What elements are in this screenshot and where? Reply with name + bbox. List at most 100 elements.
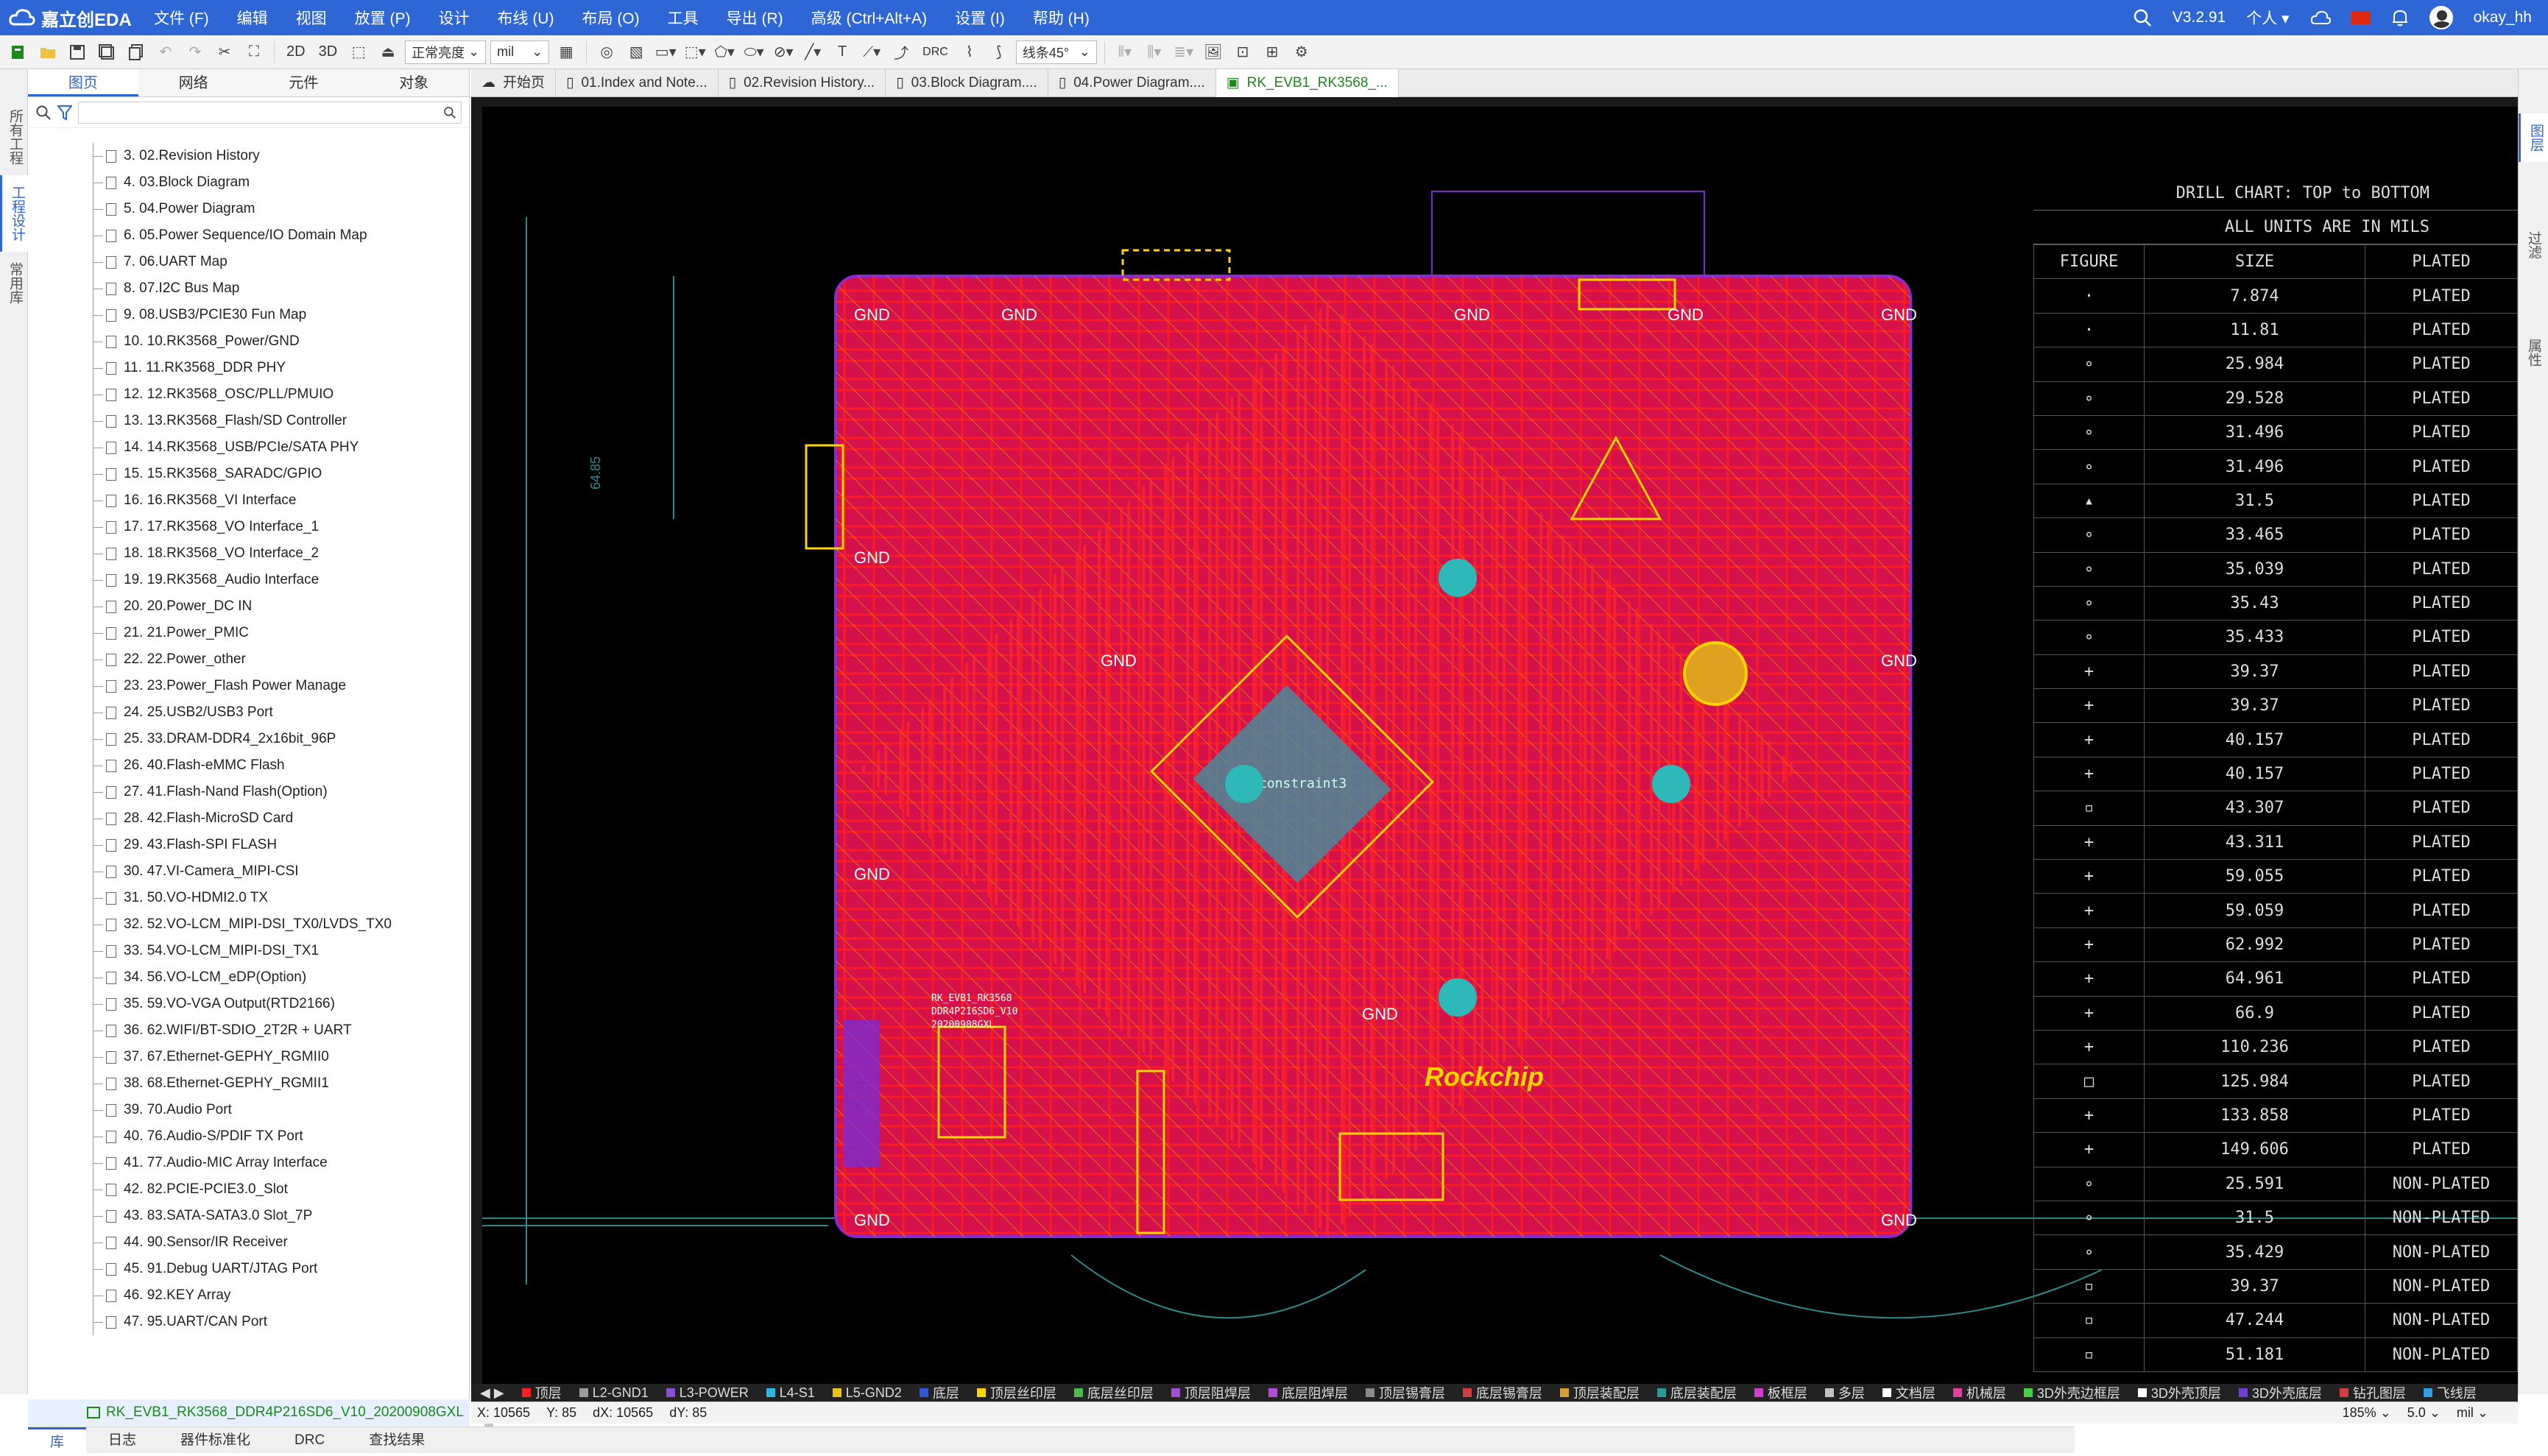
tree-item[interactable]: 43. 83.SATA-SATA3.0 Slot_7P xyxy=(28,1203,455,1229)
tab-all-projects[interactable]: 所有工程 xyxy=(7,109,23,165)
tree-item[interactable]: 34. 56.VO-LCM_eDP(Option) xyxy=(28,964,455,991)
tree-item[interactable]: 22. 22.Power_other xyxy=(28,646,455,673)
tree-item[interactable]: 42. 82.PCIE-PCIE3.0_Slot xyxy=(28,1176,455,1203)
layer-item[interactable]: 钻孔图层 xyxy=(2331,1384,2415,1402)
tab-nets[interactable]: 网络 xyxy=(178,75,208,91)
line-icon[interactable]: ╱▾ xyxy=(805,44,822,60)
menu-layout[interactable]: 布局 (O) xyxy=(582,10,640,27)
distribute-icon[interactable]: ⫼▾ xyxy=(1147,44,1162,60)
layer-item[interactable]: 机械层 xyxy=(1944,1384,2015,1402)
user-mode-dropdown[interactable]: 个人 ▾ xyxy=(2246,7,2289,29)
layer-item[interactable]: 板框层 xyxy=(1746,1384,1816,1402)
tab-properties[interactable]: 属性 xyxy=(2526,339,2541,367)
tree-item[interactable]: 23. 23.Power_Flash Power Manage xyxy=(28,673,455,699)
china-flag-icon[interactable] xyxy=(2351,11,2371,24)
ellipse-icon[interactable]: ⬭▾ xyxy=(744,44,764,60)
route-mode-select[interactable]: 线条45°⌄ xyxy=(1015,40,1097,64)
tree-item[interactable]: 8. 07.I2C Bus Map xyxy=(28,275,455,302)
layer-item[interactable]: 3D外壳底层 xyxy=(2230,1384,2331,1402)
layer-item[interactable]: L2-GND1 xyxy=(571,1385,657,1401)
menu-settings[interactable]: 设置 (I) xyxy=(955,10,1005,27)
search-input[interactable] xyxy=(78,101,462,124)
tab-library[interactable]: 库 xyxy=(28,1427,87,1453)
dimension-icon[interactable]: ⟋▾ xyxy=(863,44,881,60)
tab-doc-04[interactable]: ▯04.Power Diagram.... xyxy=(1048,69,1216,97)
layer-item[interactable]: 顶层阻焊层 xyxy=(1162,1384,1260,1402)
polygon-icon[interactable]: ⬠▾ xyxy=(714,44,735,60)
tree-item[interactable]: 5. 04.Power Diagram xyxy=(28,196,455,222)
search-icon[interactable] xyxy=(35,105,52,121)
layer-nav-prev-icon[interactable]: ◀ ▶ xyxy=(480,1385,504,1400)
tree-item[interactable]: 28. 42.Flash-MicroSD Card xyxy=(28,805,455,832)
pcb-tree-item[interactable]: RK_EVB1_RK3568_DDR4P216SD6_V10_20200908G… xyxy=(28,1399,470,1426)
status-unit-select[interactable]: mil ⌄ xyxy=(2456,1405,2488,1420)
camera-icon[interactable]: ⊡ xyxy=(1236,44,1249,60)
save-all-icon[interactable] xyxy=(94,40,119,65)
layer-item[interactable]: 顶层 xyxy=(513,1384,571,1402)
tab-doc-01[interactable]: ▯01.Index and Note... xyxy=(556,69,719,97)
view-3d-button[interactable]: 3D xyxy=(318,43,338,60)
layer-item[interactable]: 底层 xyxy=(911,1384,968,1402)
tree-item[interactable]: 14. 14.RK3568_USB/PCIe/SATA PHY xyxy=(28,434,455,461)
forbid-icon[interactable]: ⊘▾ xyxy=(773,44,794,60)
tree-item[interactable]: 9. 08.USB3/PCIE30 Fun Map xyxy=(28,302,455,328)
tree-item[interactable]: 31. 50.VO-HDMI2.0 TX xyxy=(28,885,455,911)
brightness-select[interactable]: 正常亮度⌄ xyxy=(405,40,487,64)
filter-icon[interactable] xyxy=(57,105,72,121)
layer-item[interactable]: L4-S1 xyxy=(758,1385,824,1401)
align-icon[interactable]: ⫴▾ xyxy=(1118,44,1132,60)
menu-edit[interactable]: 编辑 xyxy=(236,10,268,27)
highlight-icon[interactable]: ⏏ xyxy=(381,44,395,60)
view-2d-button[interactable]: 2D xyxy=(286,43,306,60)
layer-item[interactable]: L5-GND2 xyxy=(824,1385,911,1401)
tree-item[interactable]: 41. 77.Audio-MIC Array Interface xyxy=(28,1150,455,1176)
tree-item[interactable]: 15. 15.RK3568_SARADC/GPIO xyxy=(28,461,455,487)
image-icon[interactable]: 🖼 xyxy=(1204,44,1223,60)
route-icon[interactable]: ⌇ xyxy=(965,44,973,60)
layer-item[interactable]: 多层 xyxy=(1816,1384,1874,1402)
tree-item[interactable]: 6. 05.Power Sequence/IO Domain Map xyxy=(28,222,455,249)
tree-item[interactable]: 38. 68.Ethernet-GEPHY_RGMII1 xyxy=(28,1070,455,1097)
tab-common-library[interactable]: 常用库 xyxy=(7,262,23,304)
tree-item[interactable]: 32. 52.VO-LCM_MIPI-DSI_TX0/LVDS_TX0 xyxy=(28,911,455,938)
tab-project-design[interactable]: 工程设计 xyxy=(0,175,32,252)
tab-filter[interactable]: 过滤 xyxy=(2526,231,2541,259)
cut-icon[interactable]: ✂ xyxy=(218,44,231,60)
copy-icon[interactable] xyxy=(124,40,149,65)
layer-stack-icon[interactable]: ≣▾ xyxy=(1174,44,1194,60)
tree-item[interactable]: 47. 95.UART/CAN Port xyxy=(28,1309,455,1335)
zoom-area-icon[interactable]: ⬚ xyxy=(351,44,366,60)
tree-item[interactable]: 39. 70.Audio Port xyxy=(28,1097,455,1123)
tab-components[interactable]: 元件 xyxy=(289,75,319,91)
tree-item[interactable]: 37. 67.Ethernet-GEPHY_RGMII0 xyxy=(28,1044,455,1070)
grid-select[interactable]: 5.0 ⌄ xyxy=(2407,1405,2441,1420)
grid-icon[interactable]: ▦ xyxy=(559,44,574,60)
tree-item[interactable]: 17. 17.RK3568_VO Interface_1 xyxy=(28,514,455,540)
tree-item[interactable]: 10. 10.RK3568_Power/GND xyxy=(28,328,455,355)
layer-color-icon[interactable]: ▧ xyxy=(629,44,643,60)
bell-icon[interactable] xyxy=(2391,8,2409,27)
tree-item[interactable]: 7. 06.UART Map xyxy=(28,249,455,275)
menu-route[interactable]: 布线 (U) xyxy=(497,10,554,27)
tab-objects[interactable]: 对象 xyxy=(399,75,429,91)
tree-item[interactable]: 21. 21.Power_PMIC xyxy=(28,620,455,646)
tree-item[interactable]: 16. 16.RK3568_VI Interface xyxy=(28,487,455,514)
tab-pages[interactable]: 图页 xyxy=(28,69,138,96)
tree-item[interactable]: 29. 43.Flash-SPI FLASH xyxy=(28,832,455,858)
tree-item[interactable]: 19. 19.RK3568_Audio Interface xyxy=(28,567,455,593)
menu-file[interactable]: 文件 (F) xyxy=(154,10,209,27)
tab-doc-02[interactable]: ▯02.Revision History... xyxy=(719,69,886,97)
layer-item[interactable]: 3D外壳顶层 xyxy=(2129,1384,2230,1402)
menu-place[interactable]: 放置 (P) xyxy=(354,10,411,27)
layer-item[interactable]: 底层锡膏层 xyxy=(1454,1384,1551,1402)
tab-start-page[interactable]: ☁开始页 xyxy=(471,69,557,97)
layer-item[interactable]: 底层阻焊层 xyxy=(1260,1384,1357,1402)
tree-item[interactable]: 25. 33.DRAM-DDR4_2x16bit_96P xyxy=(28,726,455,752)
tab-device-standardization[interactable]: 器件标准化 xyxy=(180,1432,251,1448)
layer-item[interactable]: 顶层装配层 xyxy=(1551,1384,1648,1402)
layer-item[interactable]: L3-POWER xyxy=(657,1385,758,1401)
layer-item[interactable]: 底层丝印层 xyxy=(1065,1384,1162,1402)
tab-pcb[interactable]: ▣RK_EVB1_RK3568_... xyxy=(1215,69,1399,97)
tab-find-results[interactable]: 查找结果 xyxy=(369,1432,426,1448)
select-rect-icon[interactable]: ▭▾ xyxy=(654,44,677,60)
